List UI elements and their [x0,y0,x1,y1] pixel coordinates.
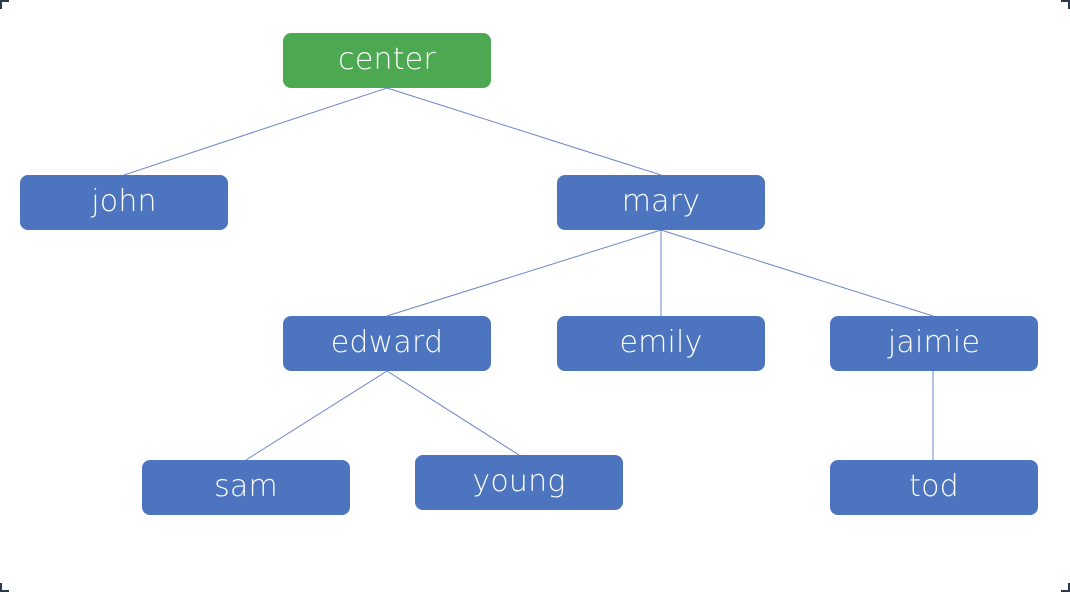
tree-node-label: young [472,463,566,499]
edge-center-mary [386,87,662,176]
tree-node-edward[interactable]: edward [283,316,491,371]
tree-node-emily[interactable]: emily [557,316,765,371]
tree-node-label: sam [214,468,278,504]
tree-node-label: emily [619,324,703,360]
tree-node-label: edward [330,324,444,360]
tree-node-jaimie[interactable]: jaimie [830,316,1038,371]
edge-mary-jaimie [660,229,934,317]
tree-node-john[interactable]: john [20,175,228,230]
tree-node-label: john [91,183,157,219]
tree-node-label: mary [621,183,701,219]
edge-edward-sam [245,370,388,461]
tree-node-sam[interactable]: sam [142,460,350,515]
tree-node-label: jaimie [887,324,981,360]
edge-edward-young [386,370,520,456]
tree-node-label: tod [909,468,959,504]
tree-node-mary[interactable]: mary [557,175,765,230]
tree-node-tod[interactable]: tod [830,460,1038,515]
edge-mary-edward [386,229,662,317]
tree-node-center[interactable]: center [283,33,491,88]
edge-center-john [123,87,388,176]
tree-node-young[interactable]: young [415,455,623,510]
tree-node-label: center [338,41,436,77]
